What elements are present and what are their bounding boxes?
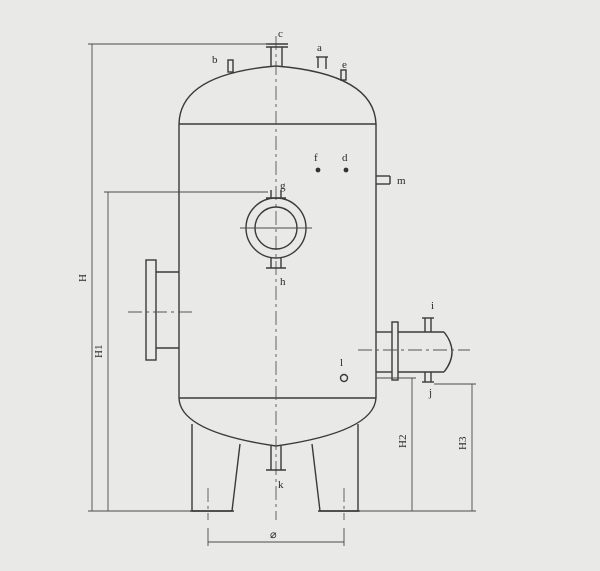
dimension-label-diameter: ⌀ [270,529,277,541]
dimension-label-H: H [77,274,89,282]
left-side-flange [128,259,196,361]
nozzle-m [376,175,391,185]
support-leg-left [190,424,241,520]
manway [240,190,312,269]
point-f [315,167,321,173]
support-leg-right [311,424,360,520]
nozzle-k [266,446,286,471]
heat-exchanger [358,317,470,383]
nozzle-b [227,59,234,73]
dimension-diameter [207,528,345,546]
dimension-H1 [104,191,268,511]
nozzle-a-top [316,56,328,69]
dimension-label-H2: H2 [397,435,409,448]
label-g: g [280,180,286,192]
label-b: b [212,54,218,66]
point-l [339,373,349,383]
dimension-H [88,43,268,512]
label-d: d [342,152,348,164]
nozzle-c [266,43,288,66]
label-c: c [278,28,283,40]
label-e: e [342,59,347,71]
label-k: k [278,479,284,491]
label-j: j [428,387,432,399]
nozzle-e [340,69,347,81]
vessel-shell [178,65,377,447]
point-d [343,167,349,173]
label-a-top: a [317,42,322,54]
dimension-label-H3: H3 [457,436,469,450]
label-h: h [280,276,286,288]
dimension-label-H1: H1 [93,345,105,358]
label-m: m [397,175,406,187]
label-i: i [431,300,434,312]
label-l: l [340,357,343,369]
label-f: f [314,152,318,164]
dimension-H2 [358,377,416,512]
dimension-H3 [416,383,476,512]
